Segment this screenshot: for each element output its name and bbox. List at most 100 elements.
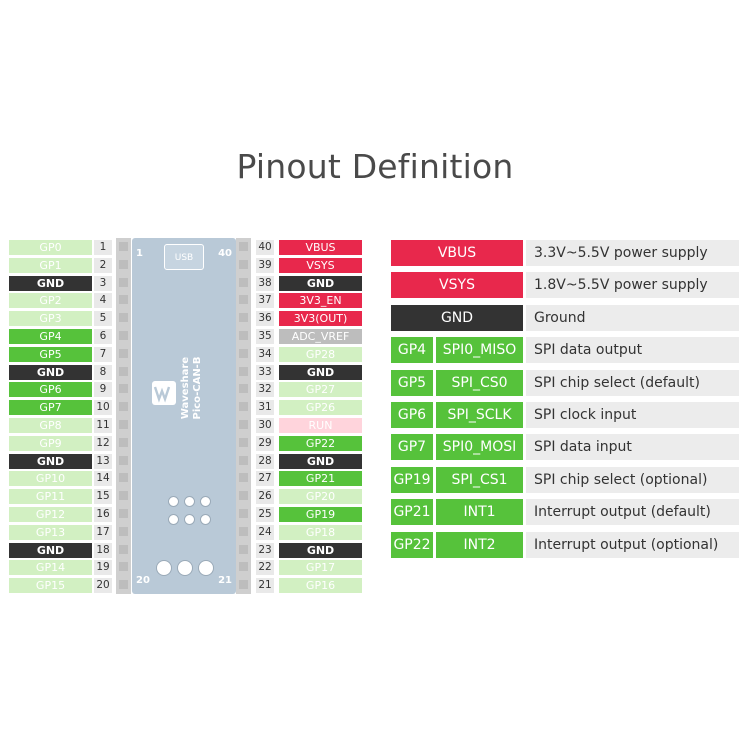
pin-number: 36 <box>256 311 274 327</box>
header-pin-icon <box>119 544 128 554</box>
pin-label: GP3 <box>9 311 92 327</box>
pin-label: GP20 <box>279 489 362 505</box>
header-pin-icon <box>119 455 128 465</box>
header-pin-icon <box>239 366 248 376</box>
header-pin-icon <box>119 331 128 340</box>
header-pin-icon <box>239 259 248 269</box>
swd-pad-icon <box>177 560 193 576</box>
definition-pin: VSYS <box>391 272 523 299</box>
swd-pad-icon <box>198 560 214 576</box>
pin-label: GP21 <box>279 471 362 487</box>
pin-number: 9 <box>94 382 112 398</box>
header-pin-icon <box>239 402 248 412</box>
definition-pin: VBUS <box>391 240 523 266</box>
solder-pad-icon <box>200 514 211 525</box>
header-pin-icon <box>239 544 248 554</box>
definition-description: SPI chip select (default) <box>526 369 739 396</box>
board-brand: Waveshare Pico-CAN-B <box>180 357 204 420</box>
definition-description: 1.8V~5.5V power supply <box>526 272 739 299</box>
definition-function: INT1 <box>436 499 523 526</box>
pin-label: GP8 <box>9 418 92 433</box>
pin-number: 17 <box>94 524 112 540</box>
header-pin-icon <box>239 313 248 323</box>
pin-number: 32 <box>256 382 274 398</box>
pin-label: GND <box>279 453 362 469</box>
pin-number: 13 <box>94 453 112 469</box>
pin-number: 14 <box>94 471 112 487</box>
waveshare-logo-icon <box>152 381 176 405</box>
header-pin-icon <box>119 402 128 412</box>
pin-label: GND <box>9 453 92 469</box>
pin-label: VSYS <box>279 257 362 273</box>
header-pin-icon <box>239 384 248 394</box>
definition-description: Interrupt output (optional) <box>526 531 739 558</box>
pin-number: 33 <box>256 364 274 380</box>
header-pin-icon <box>239 473 248 483</box>
left-pin-header <box>116 238 131 594</box>
header-pin-icon <box>239 455 248 465</box>
pin-number: 24 <box>256 524 274 540</box>
pin-label: GP15 <box>9 578 92 594</box>
pin-label: GP6 <box>9 382 92 398</box>
definition-pin: GP21 <box>391 499 433 526</box>
board-image: USB 1 40 20 21 Waveshare Pico-CAN-B <box>132 238 236 594</box>
definition-description: 3.3V~5.5V power supply <box>526 240 739 266</box>
pin-number: 18 <box>94 542 112 558</box>
solder-pad-icon <box>168 496 179 507</box>
header-pin-icon <box>119 473 128 483</box>
solder-pad-icon <box>184 496 195 507</box>
pin-label: GP13 <box>9 524 92 540</box>
pin-number: 10 <box>94 400 112 416</box>
pin-label: GP2 <box>9 293 92 309</box>
pin-number: 35 <box>256 329 274 344</box>
header-pin-icon <box>119 277 128 287</box>
pin-label: GND <box>279 364 362 380</box>
pin-label: GP12 <box>9 507 92 522</box>
definition-function: SPI_CS0 <box>436 369 523 396</box>
definition-function: SPI_SCLK <box>436 402 523 428</box>
definition-pin: GP7 <box>391 434 433 461</box>
pin-number: 38 <box>256 275 274 291</box>
header-pin-icon <box>239 562 248 572</box>
pin-label: GND <box>279 542 362 558</box>
pin-label: GP27 <box>279 382 362 398</box>
pin-number: 25 <box>256 507 274 522</box>
board-corner-number: 20 <box>136 575 150 586</box>
definition-description: SPI data output <box>526 337 739 364</box>
header-pin-icon <box>239 491 248 501</box>
pin-number: 7 <box>94 346 112 362</box>
right-pin-row: 33 GND <box>256 364 362 381</box>
pin-label: GP9 <box>9 435 92 451</box>
pin-number: 3 <box>94 275 112 291</box>
